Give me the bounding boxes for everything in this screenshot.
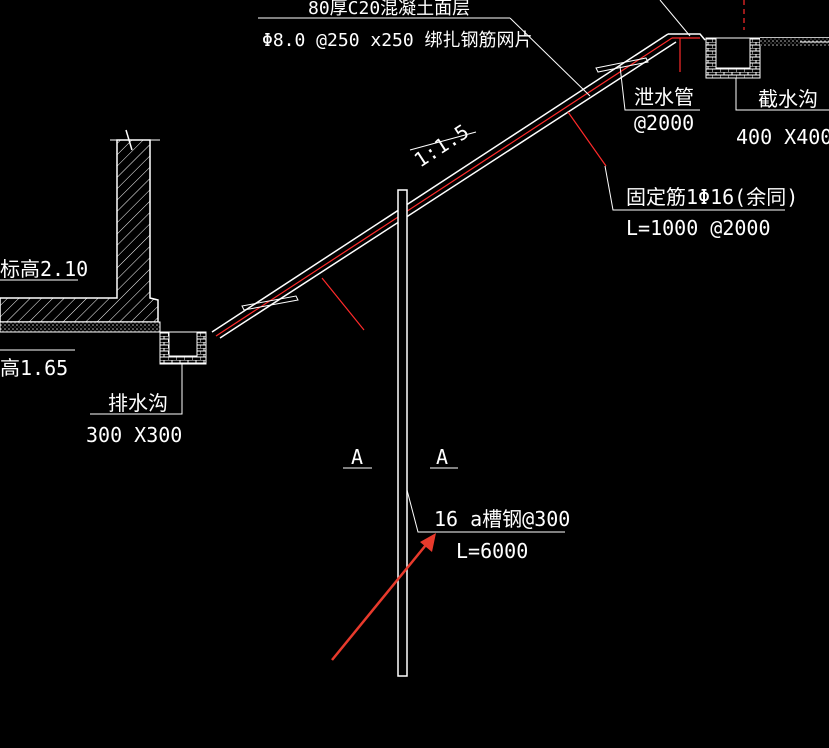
slope-ratio: 1:1.5 (410, 119, 474, 172)
weep-pipe-label: 泄水管 (634, 85, 694, 109)
mesh-note: Φ8.0 @250 x250 绑扎钢筋网片 (262, 30, 533, 51)
top-concrete-note: 80厚C20混凝土面层 (308, 0, 470, 19)
anchor-bar-lower (321, 277, 365, 331)
left-elev-top: 标高2.10 (0, 257, 88, 281)
drain-left-label: 排水沟 (108, 391, 168, 415)
left-retaining-wall (0, 129, 161, 333)
drain-left-size: 300 X300 (86, 423, 182, 447)
slope-surface (211, 33, 706, 339)
intercept-label: 截水沟 (758, 87, 818, 111)
section-mark-right: A (436, 445, 448, 469)
leader-lines (0, 0, 829, 533)
drain-left (159, 331, 207, 365)
weep-pipe-upper (595, 57, 649, 73)
section-mark-left: A (351, 445, 363, 469)
anchor-spec: L=1000 @2000 (626, 216, 771, 240)
drain-right (705, 37, 829, 79)
anchor-bar-upper (567, 111, 607, 167)
weep-pipe-lower (241, 295, 299, 311)
intercept-size: 400 X400 (736, 125, 829, 149)
left-elev-bottom: 高1.65 (0, 356, 68, 380)
weep-pipe-spacing: @2000 (634, 111, 694, 135)
anchor-label: 固定筋1Φ16(余同) (626, 185, 798, 209)
channel-label: 16 a槽钢@300 (434, 507, 570, 531)
red-arrow (331, 533, 436, 661)
channel-length: L=6000 (456, 539, 528, 563)
channel-steel (397, 189, 408, 677)
